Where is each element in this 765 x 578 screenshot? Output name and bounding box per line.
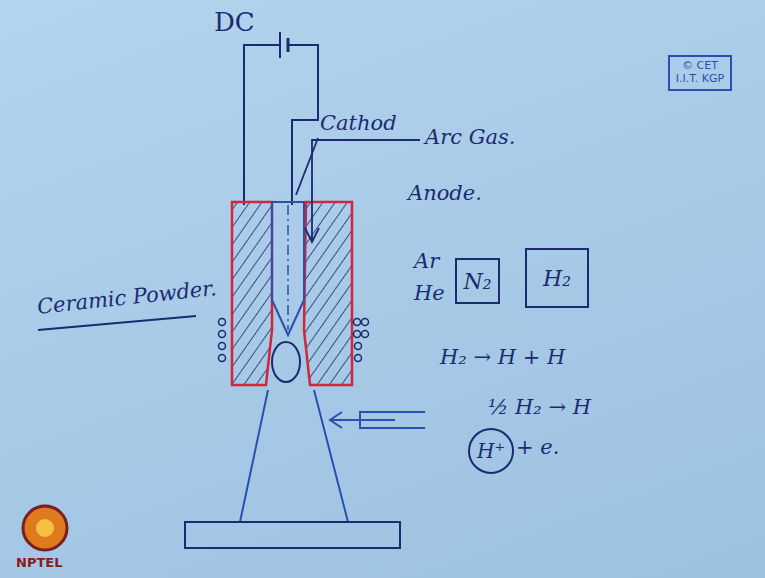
node-text: H₂ bbox=[543, 266, 571, 291]
supply-wire bbox=[288, 45, 318, 205]
handwritten-label: H₂ → H + H bbox=[440, 346, 565, 369]
substrate bbox=[185, 522, 400, 548]
plasma-jet bbox=[240, 390, 348, 522]
gas-box: N₂ bbox=[455, 258, 500, 304]
copyright-box: © CET I.I.T. KGP bbox=[668, 55, 732, 91]
node-text: © CET I.I.T. KGP bbox=[670, 60, 730, 85]
handwritten-label: Anode. bbox=[408, 182, 482, 205]
node-text: N₂ bbox=[463, 269, 491, 294]
gas-arrow bbox=[305, 140, 420, 242]
leader-line bbox=[296, 138, 318, 195]
handwritten-label: Ar bbox=[414, 250, 439, 273]
underline bbox=[38, 316, 196, 330]
arc bbox=[272, 342, 300, 382]
supply-wire bbox=[244, 45, 280, 205]
handwritten-label: He bbox=[414, 282, 445, 305]
battery-plate bbox=[279, 32, 281, 58]
handwritten-label: Arc Gas. bbox=[425, 126, 515, 149]
gas-box: H₂ bbox=[525, 248, 589, 308]
handwritten-label: DC bbox=[214, 8, 255, 37]
logo-text: NPTEL bbox=[16, 556, 62, 570]
cooling-coils bbox=[219, 319, 369, 362]
handwritten-label: ½ H₂ → H bbox=[488, 396, 591, 419]
anode-block bbox=[232, 202, 272, 385]
logo-emblem bbox=[23, 506, 67, 550]
powder-arrow bbox=[330, 412, 395, 428]
handwritten-label: + e. bbox=[516, 436, 559, 459]
handwritten-label: Cathod bbox=[320, 112, 397, 135]
node-text: H⁺ bbox=[477, 439, 505, 463]
circled-term: H⁺ bbox=[468, 428, 514, 474]
logo-emblem bbox=[36, 519, 54, 537]
center-line bbox=[287, 205, 289, 330]
handwritten-label: Ceramic Powder. bbox=[36, 277, 218, 319]
cathode-rod bbox=[272, 202, 304, 335]
